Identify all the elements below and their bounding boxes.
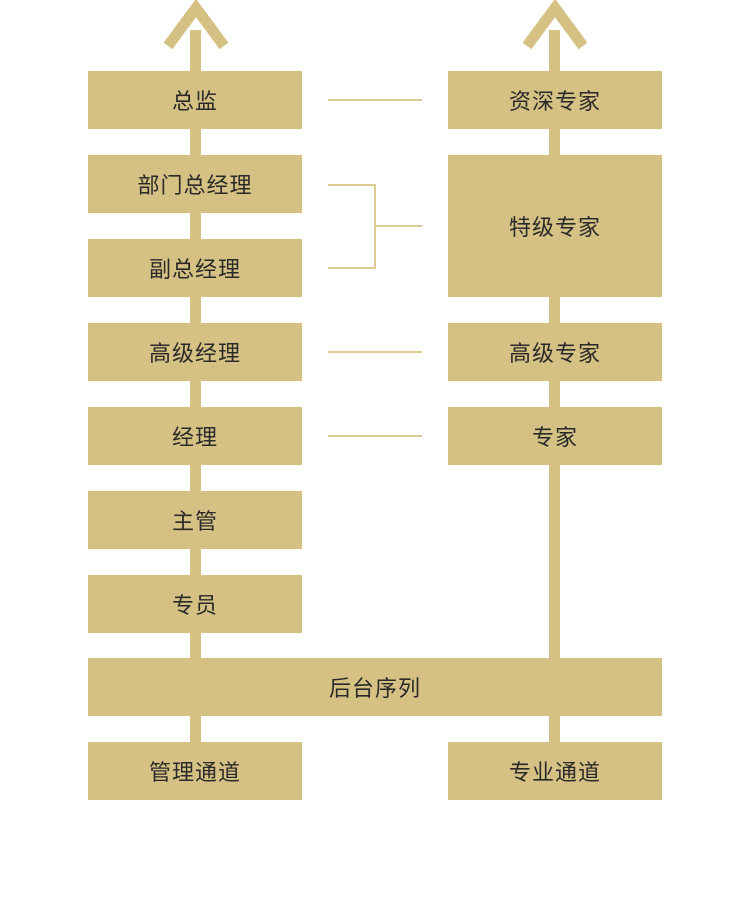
connector-manager-expert [328, 435, 422, 437]
box-dept-general-manager-label: 部门总经理 [137, 174, 253, 199]
box-expert: 专家 [448, 407, 662, 465]
box-special-expert-label: 特级专家 [508, 216, 601, 241]
box-specialist-label: 专员 [171, 594, 218, 619]
box-professional-channel: 专业通道 [448, 742, 662, 800]
box-director-label: 总监 [171, 90, 218, 115]
box-senior-expert-label: 资深专家 [508, 90, 601, 115]
bracket-to-special-expert [374, 225, 422, 227]
connector-senior-manager-high-expert [328, 351, 422, 353]
box-special-expert: 特级专家 [448, 155, 662, 297]
professional-track-line [549, 30, 560, 750]
box-director: 总监 [88, 71, 302, 129]
box-supervisor: 主管 [88, 491, 302, 549]
box-senior-expert: 资深专家 [448, 71, 662, 129]
box-expert-label: 专家 [531, 426, 578, 451]
box-senior-manager-label: 高级经理 [148, 342, 241, 367]
box-high-expert-label: 高级专家 [508, 342, 601, 367]
box-high-expert: 高级专家 [448, 323, 662, 381]
box-backend-sequence: 后台序列 [88, 658, 662, 716]
connector-director-senior-expert [328, 99, 422, 101]
management-track-line [190, 30, 201, 750]
box-deputy-general-manager: 副总经理 [88, 239, 302, 297]
bracket-top-arm [328, 184, 375, 186]
box-manager: 经理 [88, 407, 302, 465]
box-management-channel-label: 管理通道 [148, 761, 241, 786]
bracket-bottom-arm [328, 267, 375, 269]
box-management-channel: 管理通道 [88, 742, 302, 800]
management-up-arrow-icon [164, 0, 228, 50]
box-manager-label: 经理 [171, 426, 218, 451]
box-specialist: 专员 [88, 575, 302, 633]
box-deputy-general-manager-label: 副总经理 [148, 258, 241, 283]
professional-up-arrow-icon [523, 0, 587, 50]
box-senior-manager: 高级经理 [88, 323, 302, 381]
box-supervisor-label: 主管 [171, 510, 218, 535]
box-dept-general-manager: 部门总经理 [88, 155, 302, 213]
box-backend-sequence-label: 后台序列 [328, 677, 421, 702]
box-professional-channel-label: 专业通道 [508, 761, 601, 786]
